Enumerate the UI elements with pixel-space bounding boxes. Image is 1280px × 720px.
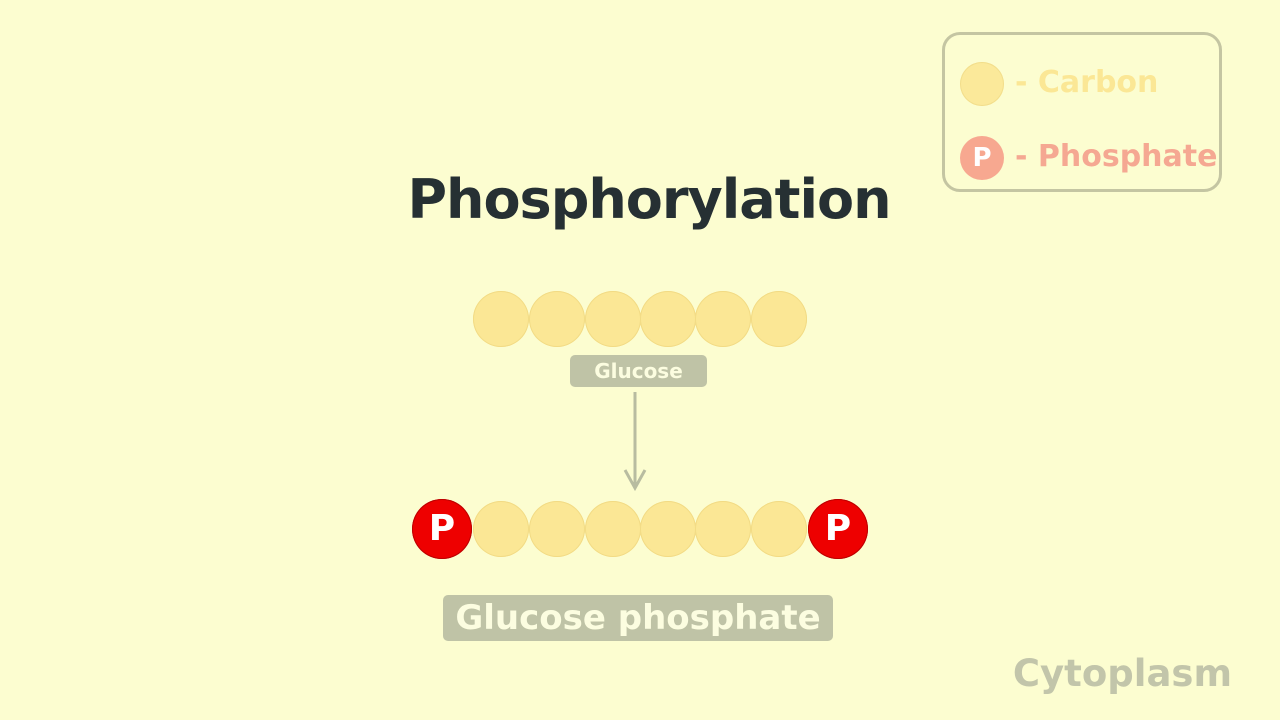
arrow-down-icon <box>623 392 647 492</box>
location-label: Cytoplasm <box>1012 652 1232 695</box>
phosphate-legend-icon: P <box>960 136 1004 180</box>
glucose-label: Glucose <box>570 355 707 387</box>
legend: - Carbon P - Phosphate <box>942 32 1222 192</box>
carbon-atom <box>473 291 529 347</box>
legend-carbon-label: - Carbon <box>1015 65 1159 100</box>
carbon-atom <box>751 291 807 347</box>
carbon-legend-icon <box>960 62 1004 106</box>
carbon-atom <box>585 291 641 347</box>
phosphate-group-left: P <box>412 499 472 559</box>
carbon-atom <box>695 291 751 347</box>
legend-phosphate-label: - Phosphate <box>1015 139 1218 174</box>
carbon-atom <box>585 501 641 557</box>
page-title: Phosphorylation <box>407 168 891 231</box>
phosphate-group-right: P <box>808 499 868 559</box>
carbon-atom <box>695 501 751 557</box>
carbon-atom <box>751 501 807 557</box>
carbon-atom <box>529 501 585 557</box>
glucose-phosphate-label: Glucose phosphate <box>443 595 833 641</box>
carbon-atom <box>640 501 696 557</box>
carbon-atom <box>473 501 529 557</box>
carbon-atom <box>640 291 696 347</box>
carbon-atom <box>529 291 585 347</box>
